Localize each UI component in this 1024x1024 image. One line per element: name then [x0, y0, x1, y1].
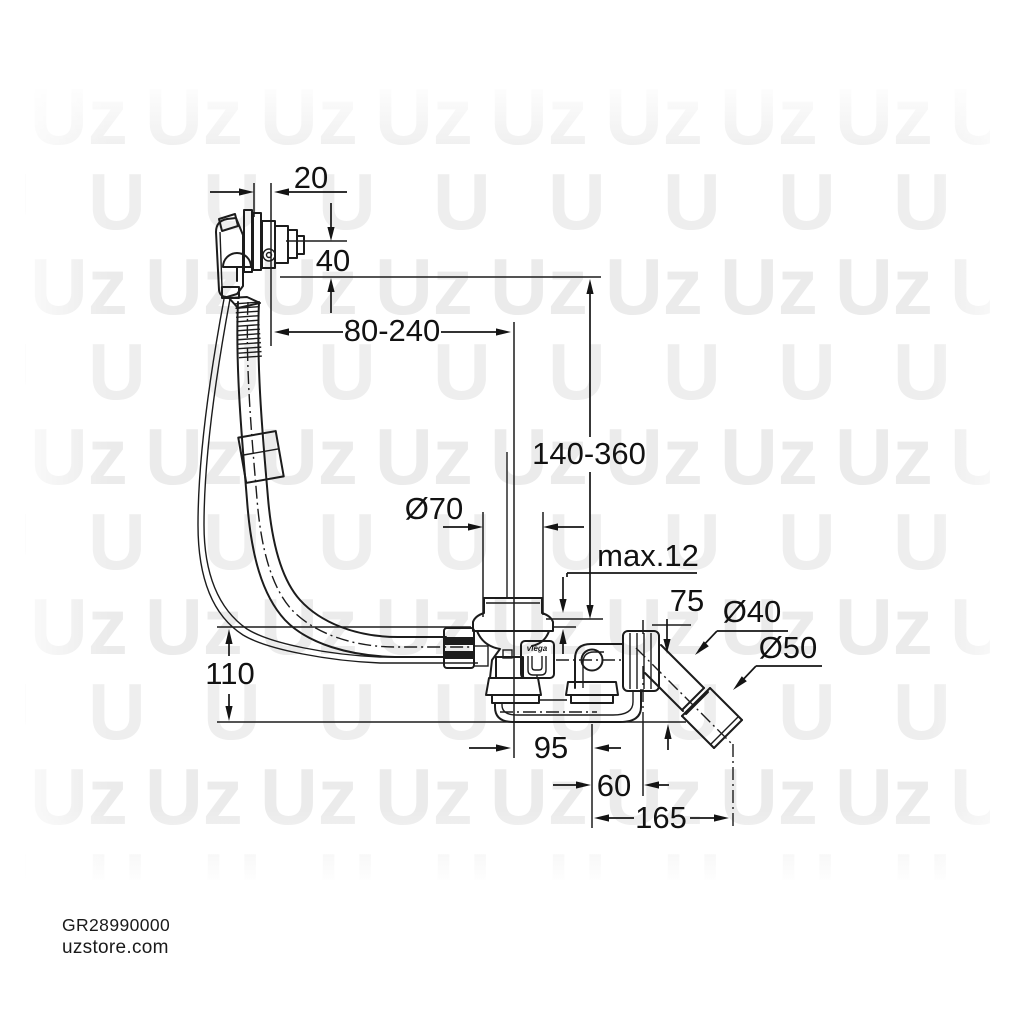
- dim-outlet-pipe-diameter: Ø40: [695, 594, 788, 655]
- dim-overflow-to-waste: 80-240: [274, 313, 511, 348]
- dim-knob-offset: 20: [210, 160, 347, 196]
- dim-label-20: 20: [294, 160, 328, 195]
- outlet-pipe-40: [644, 644, 709, 715]
- dim-elbow-to-union: 60: [553, 768, 669, 803]
- website-label: uzstore.com: [62, 937, 169, 958]
- dim-waste-to-outlet-end: 165: [594, 800, 729, 835]
- waste-plug-cap: [472, 597, 554, 632]
- overflow-arch: [222, 252, 252, 282]
- waste-fitting: viega: [443, 452, 567, 704]
- hose-corrugation: [235, 301, 262, 359]
- dim-label-40: 40: [316, 243, 350, 278]
- overflow-knob-assembly: [215, 209, 305, 309]
- brand-label: viega: [527, 644, 548, 653]
- dim-label-max12: max.12: [597, 538, 699, 573]
- control-cable-2: [203, 298, 446, 658]
- dim-waste-depth-range: 140-360: [532, 279, 646, 619]
- dim-overflow-height: 40: [316, 203, 350, 313]
- dim-trap-height: 110: [205, 629, 255, 721]
- reference-lines: [217, 183, 734, 828]
- dim-outlet-sleeve-diameter: Ø50: [733, 630, 822, 690]
- dim-waste-to-elbow: 95: [469, 730, 621, 765]
- image-footer: GR28990000 uzstore.com: [62, 915, 170, 959]
- dim-flange-diameter: Ø70: [405, 491, 584, 531]
- hose-outer-wall: [236, 301, 447, 658]
- hose-sleeve-joint: [237, 430, 285, 484]
- dim-label-95: 95: [534, 730, 568, 765]
- dim-outlet-centre-height: 75: [663, 583, 704, 750]
- dim-label-d70: Ø70: [405, 491, 464, 526]
- control-cable: [197, 298, 478, 664]
- mounting-plate: [218, 213, 239, 232]
- dim-label-75: 75: [670, 583, 704, 618]
- dim-label-d40: Ø40: [723, 594, 782, 629]
- dim-label-d50: Ø50: [759, 630, 818, 665]
- dim-label-60: 60: [597, 768, 631, 803]
- product-drawing: viega: [197, 209, 743, 749]
- hose-centerline: [246, 301, 474, 648]
- dim-max-panel-thickness: max.12: [559, 538, 699, 654]
- product-code: GR28990000: [62, 915, 171, 935]
- waste-body-band: [485, 677, 542, 696]
- outlet-sleeve-50: [681, 687, 743, 749]
- elbow-body: [574, 643, 624, 689]
- tub-floor-line: [217, 624, 691, 628]
- swivel-nut: [622, 630, 660, 692]
- dimensions: 20 40 80-240 140-360 Ø70: [205, 160, 822, 835]
- dim-label-80-240: 80-240: [344, 313, 441, 348]
- dim-label-165: 165: [635, 800, 687, 835]
- dim-label-140-360: 140-360: [532, 436, 646, 471]
- outlet-elbow: [556, 630, 743, 749]
- dim-label-110: 110: [205, 656, 254, 691]
